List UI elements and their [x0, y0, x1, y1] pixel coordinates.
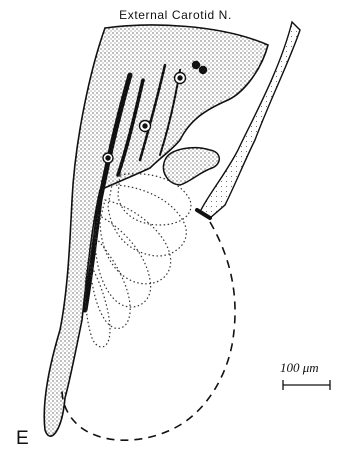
panel-letter: E	[16, 428, 29, 450]
cell-body	[200, 67, 207, 74]
scale-bar-label: 100 μm	[280, 360, 319, 376]
nerve-loop	[163, 148, 219, 185]
scale-bar	[283, 380, 330, 390]
cell-body	[193, 62, 200, 69]
